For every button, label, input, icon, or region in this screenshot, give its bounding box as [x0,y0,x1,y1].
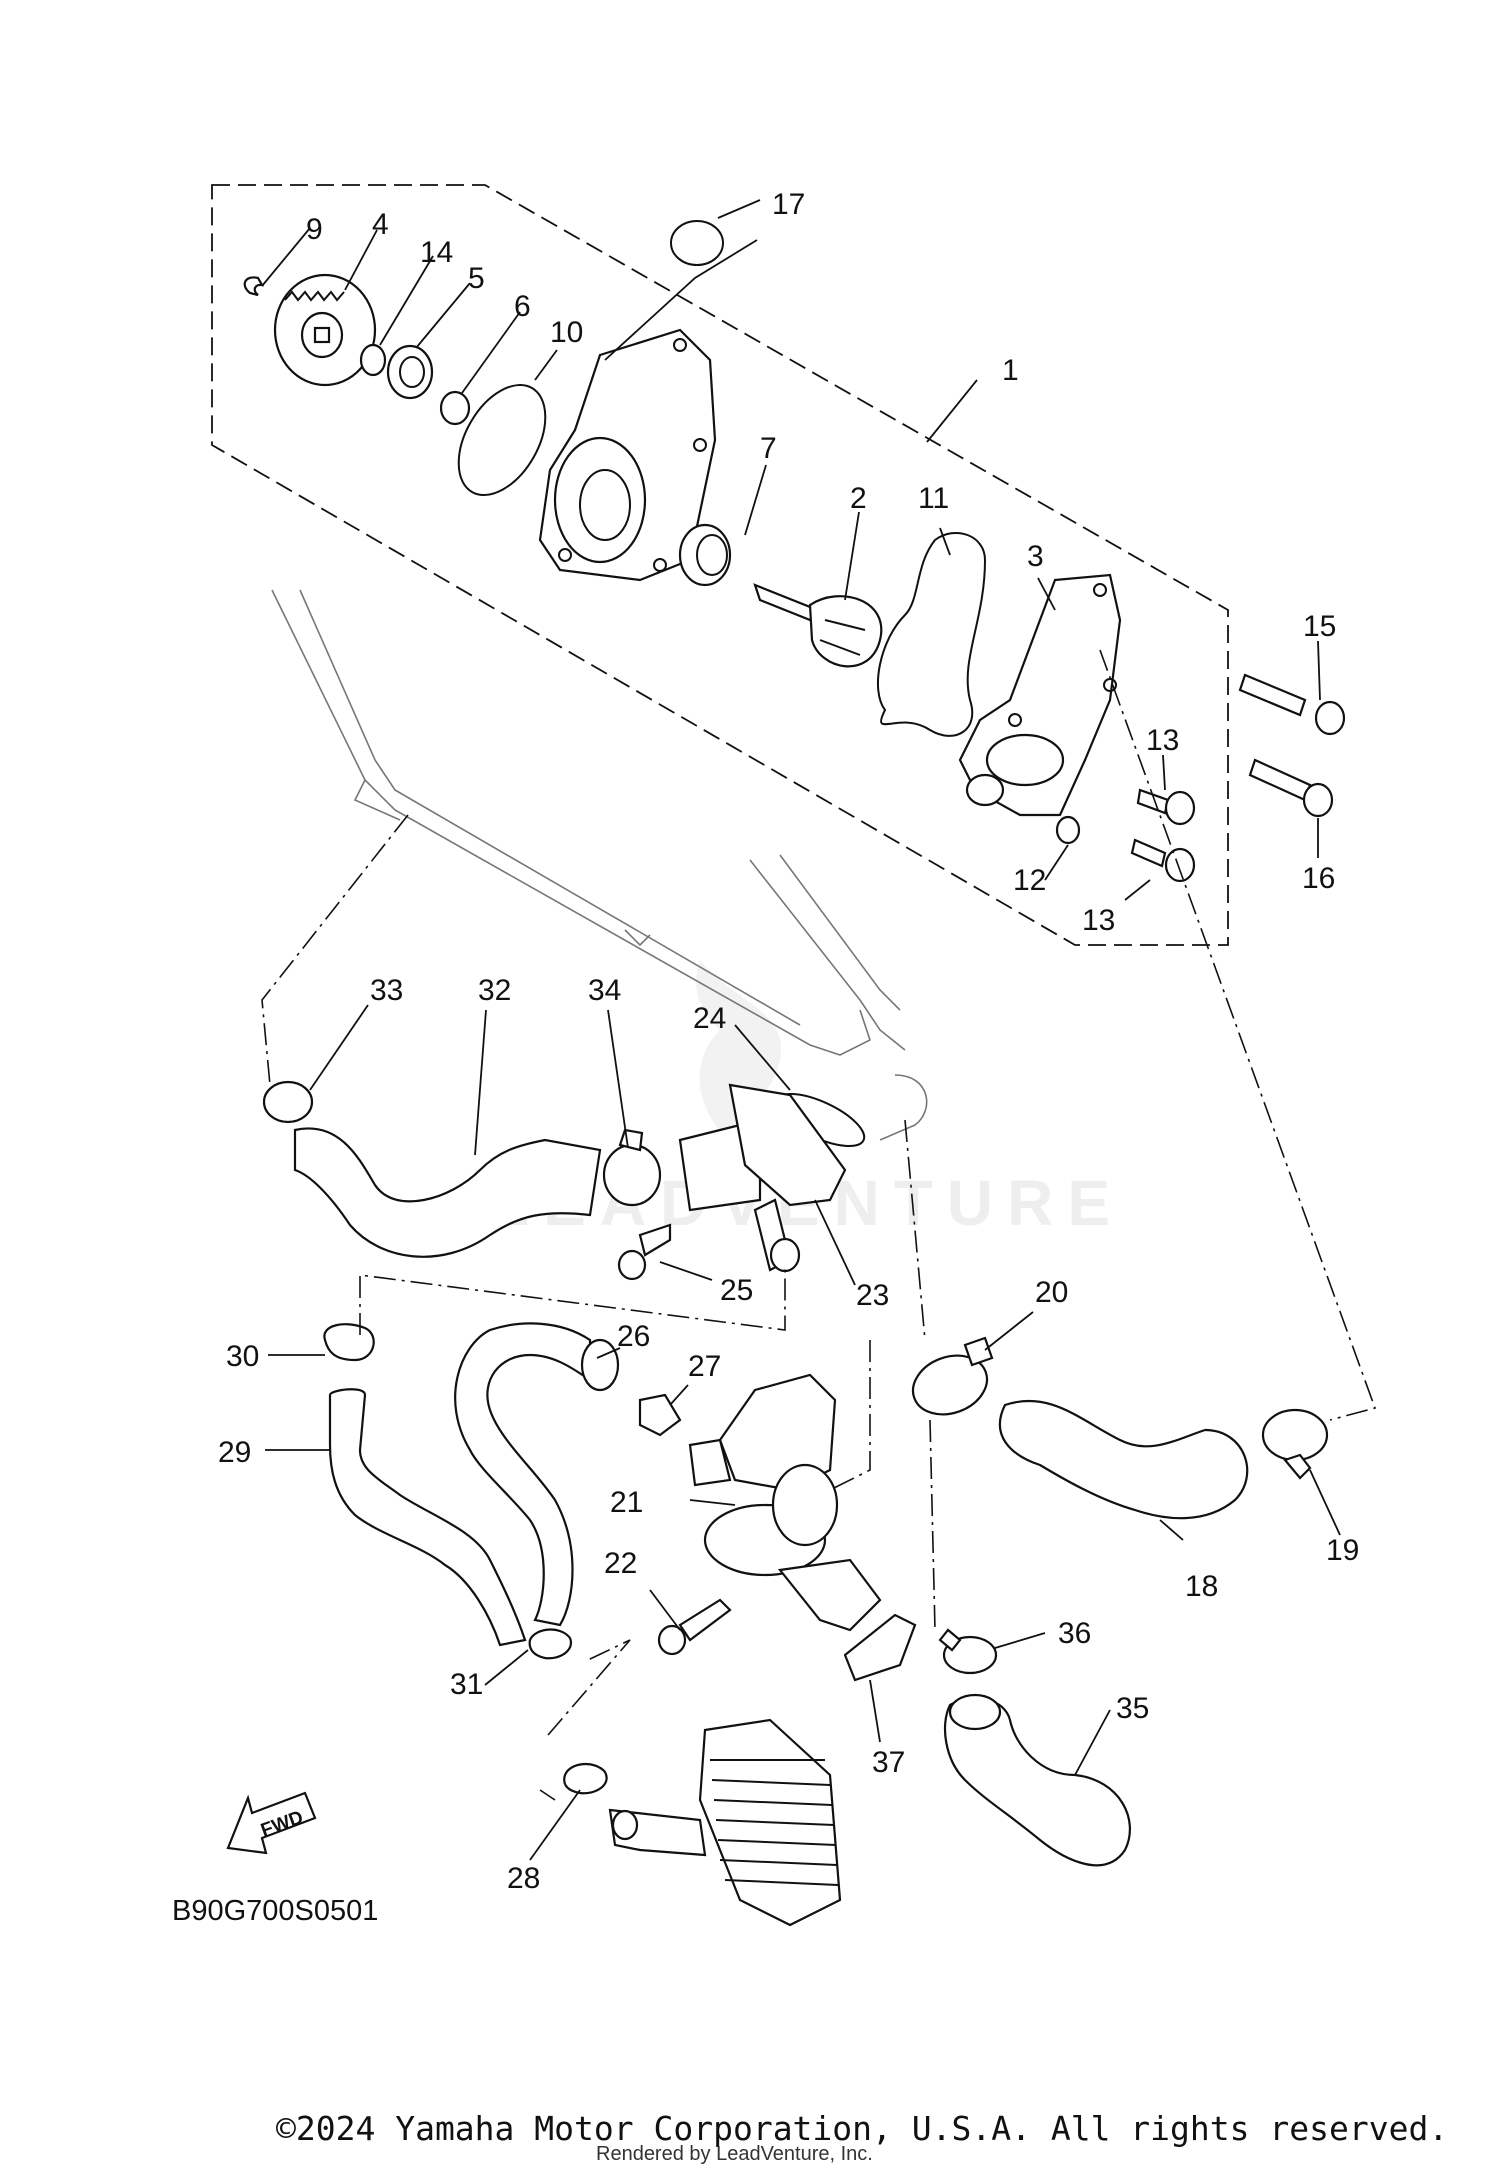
callout-1: 1 [1002,354,1019,387]
callout-16: 16 [1302,862,1335,895]
bolt-13a [1136,788,1196,826]
hose-26-end [580,1338,620,1392]
callout-34: 34 [588,974,621,1007]
callout-6: 6 [514,290,531,323]
bolt-22 [657,1598,732,1656]
callout-24: 24 [693,1002,726,1035]
clamp-19 [1261,1408,1329,1480]
callout-17: 17 [772,188,805,221]
clamp-30 [323,1323,375,1362]
hose-29 [328,1388,527,1647]
clamp-34 [602,1128,662,1207]
callout-13-lower: 13 [1082,904,1115,937]
callout-13-upper: 13 [1146,724,1179,757]
clip-37 [843,1613,917,1682]
callout-3: 3 [1027,540,1044,573]
callouts: 17 1 9 4 14 5 6 10 7 2 11 3 15 13 16 12 … [218,188,1359,1895]
hose-35-end [948,1693,1002,1731]
assembly-boundary [211,184,1229,946]
callout-37: 37 [872,1746,905,1779]
impeller-2 [753,583,883,668]
callout-36: 36 [1058,1617,1091,1650]
washer-14 [359,343,387,377]
clamp-20 [911,1336,994,1416]
bolt-16 [1248,758,1334,818]
circlip-9 [243,276,265,297]
callout-26: 26 [617,1320,650,1353]
callout-11: 11 [918,482,949,515]
clamp-31 [528,1628,573,1660]
callout-30: 30 [226,1340,259,1373]
callout-33: 33 [370,974,403,1007]
callout-32: 32 [478,974,511,1007]
callout-29: 29 [218,1436,251,1469]
copyright-notice: ©2024 Yamaha Motor Corporation, U.S.A. A… [276,2109,1448,2148]
rendered-by: Rendered by LeadVenture, Inc. [596,2143,873,2165]
leader-lines [261,199,1341,1861]
callout-27: 27 [688,1350,721,1383]
callout-22: 22 [604,1547,637,1580]
pump-cover-3 [958,573,1122,817]
bolt-25 [617,1223,672,1281]
hose-35 [943,1696,1131,1867]
hose-26 [454,1322,592,1627]
pump-housing-1 [538,328,717,582]
fwd-arrow-icon: FWD [226,1791,317,1855]
connection-lines [261,649,1377,1801]
o-ring-10 [457,384,547,496]
callout-5: 5 [468,262,485,295]
callout-4: 4 [372,208,389,241]
oil-cooler [608,1718,842,1927]
callout-7: 7 [760,432,777,465]
callout-35: 35 [1116,1692,1149,1725]
bolt-15 [1238,673,1346,736]
callout-12: 12 [1013,864,1046,897]
thermostat-housing-21 [688,1373,882,1632]
hose-32 [293,1127,602,1258]
callout-18: 18 [1185,1570,1218,1603]
callout-21: 21 [610,1486,643,1519]
callout-9: 9 [306,213,323,246]
mechanical-seal-7 [678,523,732,587]
diagram-code: B90G700S0501 [172,1895,378,1927]
callout-25: 25 [720,1274,753,1307]
clamp-36 [938,1628,998,1675]
washer-12 [1055,815,1081,845]
callout-19: 19 [1326,1534,1359,1567]
seal-6 [439,390,471,426]
callout-15: 15 [1303,610,1336,643]
pipe-23 [678,1083,847,1273]
callout-20: 20 [1035,1276,1068,1309]
hose-18 [998,1399,1249,1520]
clamp-33 [262,1080,314,1124]
callout-31: 31 [450,1668,483,1701]
bearing-5 [386,344,434,400]
callout-28: 28 [507,1862,540,1895]
gasket-11 [877,531,987,737]
radiator-outline [271,589,928,1141]
clamp-28 [563,1763,608,1795]
o-ring-17 [670,220,724,266]
bolt-13b [1130,838,1196,883]
callout-2: 2 [850,482,867,515]
callout-10: 10 [550,316,583,349]
callout-23: 23 [856,1279,889,1312]
gear-4 [273,273,377,387]
callout-14: 14 [420,236,453,269]
